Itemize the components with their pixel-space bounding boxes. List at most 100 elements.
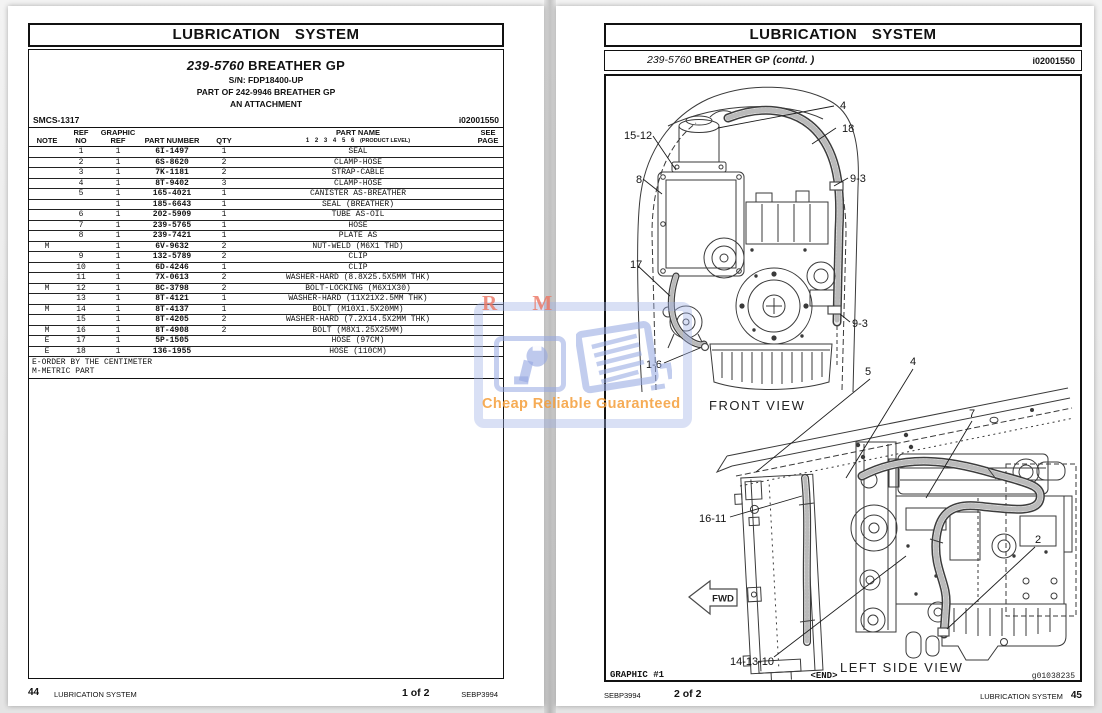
cell-part-number: 8T-4205 <box>139 314 205 326</box>
cell-ref-no: 6 <box>65 209 97 221</box>
callout-9-3-lower: 9-3 <box>852 318 868 330</box>
attachment-line: AN ATTACHMENT <box>229 99 303 109</box>
callout-17: 17 <box>630 259 642 271</box>
cell-part-name: BOLT (M10X1.5X20MM) <box>243 304 473 315</box>
breather-hose <box>723 105 845 366</box>
radiator-hose <box>798 474 816 646</box>
cell-graphic-ref: 1 <box>97 251 139 263</box>
cell-ref-no <box>65 199 97 210</box>
table-row: E 17 1 5P-1505 HOSE (97CM) <box>29 335 503 347</box>
cell-part-name: BOLT (M8X1.25X25MM) <box>243 325 473 336</box>
cell-note <box>29 167 65 179</box>
table-row: M 16 1 8T-4908 2 BOLT (M8X1.25X25MM) <box>29 325 503 336</box>
graphic-image-id: g01038235 <box>1032 672 1075 680</box>
cell-see-page <box>473 304 503 315</box>
cell-graphic-ref: 1 <box>97 335 139 347</box>
cell-qty <box>205 346 243 357</box>
cell-see-page <box>473 199 503 210</box>
table-row: M 14 1 8T-4137 1 BOLT (M10X1.5X20MM) <box>29 304 503 315</box>
cell-graphic-ref: 1 <box>97 209 139 221</box>
group-title-block: 239-5760 BREATHER GP S/N: FDP18400-UP PA… <box>29 50 503 109</box>
cell-see-page <box>473 251 503 263</box>
cell-qty: 2 <box>205 167 243 179</box>
cell-graphic-ref: 1 <box>97 241 139 252</box>
cell-part-number: 132-5789 <box>139 251 205 263</box>
cell-note: M <box>29 325 65 336</box>
parts-table-body: 1 1 6I-1497 1 SEAL 2 1 6S-8620 2 CLAMP-H… <box>29 146 503 357</box>
table-row: 7 1 239-5765 1 HOSE <box>29 220 503 231</box>
table-row: 6 1 202-5909 1 TUBE AS-OIL <box>29 209 503 221</box>
left-side-view-label: LEFT SIDE VIEW <box>840 660 963 675</box>
group-part-number: 239-5760 <box>186 58 245 73</box>
cell-note <box>29 230 65 242</box>
cell-qty: 1 <box>205 304 243 315</box>
cell-ref-no: 8 <box>65 230 97 242</box>
cell-ref-no <box>65 241 97 252</box>
cell-see-page <box>473 230 503 242</box>
front-view-drawing: 4 18 15-12 8 9-3 17 1-6 <box>624 86 868 413</box>
cell-ref-no: 4 <box>65 178 97 189</box>
callout-14-13-10: 14-13-10 <box>730 656 774 668</box>
breather-canister <box>671 110 737 173</box>
cell-part-name: SEAL (BREATHER) <box>243 199 473 210</box>
table-row: E 18 1 136-1955 HOSE (110CM) <box>29 346 503 357</box>
footer-doc: SEBP3994 <box>461 689 498 699</box>
cell-see-page <box>473 262 503 273</box>
cell-graphic-ref: 1 <box>97 167 139 179</box>
breather-gp-diagram: 4 18 15-12 8 9-3 17 1-6 <box>610 86 1077 680</box>
cell-see-page <box>473 146 503 158</box>
cell-note <box>29 157 65 168</box>
cell-part-number: 8T-9402 <box>139 178 205 189</box>
note-e: E-ORDER BY THE CENTIMETER <box>32 358 153 367</box>
serial-number: S/N: FDP18400-UP <box>228 75 304 85</box>
cell-see-page <box>473 293 503 305</box>
table-row: 8 1 239-7421 1 PLATE AS <box>29 230 503 242</box>
footer-page-number: 44 <box>28 687 40 698</box>
cell-part-name: CLAMP-HOSE <box>243 178 473 189</box>
table-row: 15 1 8T-4205 2 WASHER-HARD (7.2X14.5X2MM… <box>29 314 503 326</box>
doc-id-left: i02001550 <box>458 115 499 125</box>
cell-part-number: 7X-0613 <box>139 272 205 284</box>
group-title: 239-5760 BREATHER GP <box>29 58 503 73</box>
footer-sheet: 1 of 2 <box>402 687 430 699</box>
end-tag: <END> <box>810 671 837 680</box>
cell-part-name: CLIP <box>243 251 473 263</box>
table-row: 9 1 132-5789 2 CLIP <box>29 251 503 263</box>
callout-15-12: 15-12 <box>624 130 652 142</box>
cell-graphic-ref: 1 <box>97 230 139 242</box>
page-left: LUBRICATION SYSTEM 239-5760 BREATHER GP … <box>8 6 544 706</box>
cell-note <box>29 314 65 326</box>
cell-note <box>29 251 65 263</box>
cell-part-number: 239-5765 <box>139 220 205 231</box>
left-side-view-drawing: FWD <box>688 356 1077 680</box>
cell-see-page <box>473 188 503 200</box>
cell-note <box>29 272 65 284</box>
cell-part-number: 8C-3798 <box>139 283 205 294</box>
meta-row: SMCS-1317 i02001550 <box>29 115 503 125</box>
cell-ref-no: 11 <box>65 272 97 284</box>
callout-18: 18 <box>842 123 854 135</box>
cell-note <box>29 262 65 273</box>
cell-part-name: SEAL <box>243 146 473 158</box>
graphic-frame: 4 18 15-12 8 9-3 17 1-6 <box>604 74 1082 682</box>
cell-part-number: 6S-8620 <box>139 157 205 168</box>
cell-part-name: CLIP <box>243 262 473 273</box>
cell-see-page <box>473 346 503 357</box>
cell-see-page <box>473 283 503 294</box>
cell-part-name: WASHER-HARD (7.2X14.5X2MM THK) <box>243 314 473 326</box>
engine-front <box>703 190 836 390</box>
cell-ref-no: 1 <box>65 146 97 158</box>
alternator-and-oil-tube <box>662 272 710 352</box>
cell-graphic-ref: 1 <box>97 314 139 326</box>
col-qty: QTY <box>205 127 243 147</box>
col-part-name: PART NAME 1 2 3 4 5 6 (PRODUCT LEVEL) <box>243 127 473 147</box>
cell-graphic-ref: 1 <box>97 199 139 210</box>
note-m: M-METRIC PART <box>32 367 95 376</box>
cell-note: E <box>29 335 65 347</box>
cell-ref-no: 5 <box>65 188 97 200</box>
cell-see-page <box>473 272 503 284</box>
